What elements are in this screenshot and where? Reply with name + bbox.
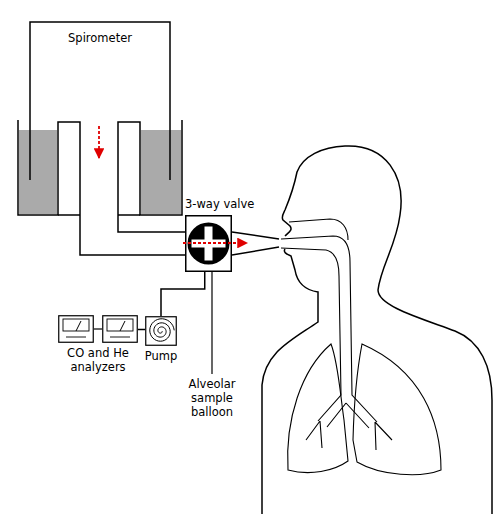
flow-arrow [183,242,247,244]
valve-node: 3-way valve [185,215,232,272]
valve-rotor [188,223,230,265]
person-outline [262,146,492,514]
tube-connector [161,272,205,316]
analyzer-meter [103,316,138,343]
valve-port [205,227,213,261]
spirometer-tank [18,22,185,255]
balloon-line [211,272,212,374]
analyzer-meter [59,316,94,343]
airway [281,219,377,428]
pump-node: Pump [145,316,177,346]
node-heading: 3-way valve [185,198,254,212]
apparatus-label: Spirometer [50,32,150,46]
node-heading: CO and He analyzers [52,347,144,375]
mouthpiece [232,232,279,255]
analyzer-node: CO and He analyzers [58,315,138,343]
pump-housing [146,317,177,346]
water [19,130,181,214]
pump-shape [145,316,177,346]
node-heading: Pump [136,350,186,364]
tube-connector [138,329,145,331]
flow-arrow [98,126,100,158]
lungs [288,344,441,475]
pump-spiral [150,319,174,341]
valve-housing [186,216,232,272]
analyzer-shape [58,315,138,343]
analyzer-link [94,328,102,329]
valve-shape [185,215,232,272]
part-label: Alveolar sample balloon [180,378,244,419]
